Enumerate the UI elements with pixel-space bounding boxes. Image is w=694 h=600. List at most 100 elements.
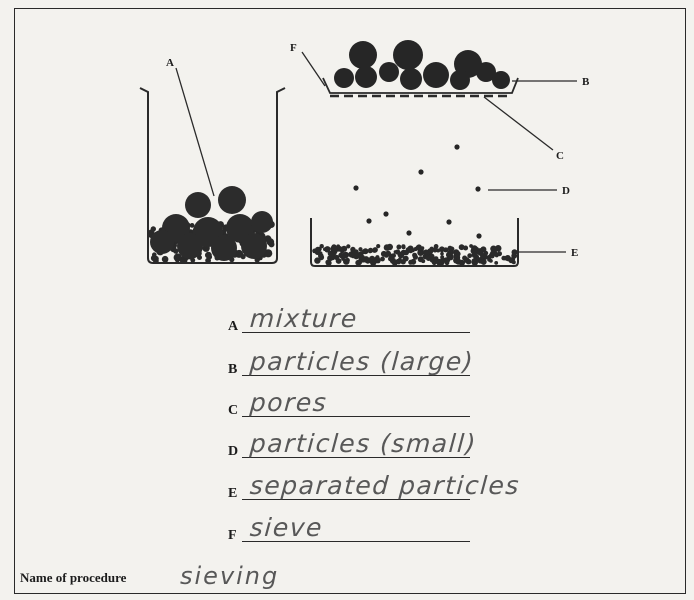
fine-particle <box>352 250 359 257</box>
fine-particle <box>341 257 345 261</box>
fine-particle <box>477 248 483 253</box>
fine-particle <box>380 250 387 257</box>
fine-particle <box>408 259 414 265</box>
fine-particle <box>463 245 469 251</box>
fine-particle <box>264 235 272 243</box>
answer-row-c: C pores <box>228 381 478 421</box>
fine-particle <box>467 259 472 264</box>
answer-key-c: C <box>228 403 239 418</box>
fine-particle <box>471 258 476 263</box>
answer-text-a[interactable]: mixture <box>248 304 359 333</box>
answer-line-e <box>242 499 470 500</box>
falling-small-particles <box>353 144 482 239</box>
fine-particle <box>189 223 195 228</box>
fine-particle <box>428 253 435 260</box>
fine-particle <box>508 257 515 264</box>
fine-particle <box>433 244 439 249</box>
fine-particle <box>312 248 317 254</box>
callout-d: D <box>562 185 570 197</box>
fine-particle <box>264 249 273 258</box>
fine-particle <box>490 250 495 256</box>
fine-particle <box>161 255 169 263</box>
fine-particle <box>415 245 420 250</box>
fine-particle <box>205 251 212 259</box>
procedure-answer[interactable]: sieving <box>180 562 280 590</box>
fine-particle <box>440 251 444 256</box>
fine-particle <box>342 251 350 259</box>
fine-particle <box>350 246 356 253</box>
fine-particle <box>462 255 468 261</box>
fine-particle <box>431 260 437 266</box>
fine-particle <box>330 245 338 252</box>
fine-particle <box>458 259 465 266</box>
fine-particle <box>268 241 275 248</box>
fine-particle <box>447 249 454 256</box>
fine-particle <box>355 259 361 266</box>
fine-particle <box>501 255 507 261</box>
worksheet-frame <box>14 8 686 594</box>
fine-particle <box>439 246 445 253</box>
callout-e: E <box>571 247 578 259</box>
fine-particle <box>314 257 321 264</box>
fine-particle <box>396 244 402 250</box>
fine-particle <box>494 261 499 265</box>
answer-text-b[interactable]: particles (large) <box>248 347 476 376</box>
fine-particle <box>357 254 362 259</box>
fine-particle <box>423 249 429 255</box>
answer-key-f: F <box>228 528 237 543</box>
fine-particle <box>494 245 502 252</box>
fine-particle <box>372 247 378 253</box>
answer-line-c <box>242 416 470 417</box>
fine-particle <box>338 252 344 259</box>
fine-particle <box>483 254 488 259</box>
fine-particle <box>402 255 409 262</box>
fine-particle <box>417 256 424 263</box>
fine-particle <box>368 258 374 264</box>
answer-text-f[interactable]: sieve <box>248 513 325 542</box>
answer-row-b: B particles (large) <box>228 340 478 380</box>
fine-particle <box>494 253 499 258</box>
fine-particle <box>410 248 415 253</box>
fine-particle <box>324 246 331 253</box>
answer-text-d[interactable]: particles (small) <box>248 429 478 458</box>
fine-particle <box>362 248 369 255</box>
callout-a: A <box>166 57 174 69</box>
sieve-large-particles <box>334 40 510 90</box>
fine-particle <box>397 251 405 259</box>
fine-particle <box>340 249 345 254</box>
fine-particle <box>467 253 473 259</box>
fine-particle <box>346 244 351 249</box>
fine-particle <box>197 255 202 260</box>
procedure-row: Name of procedure sieving <box>18 562 418 592</box>
fine-particle <box>173 248 179 254</box>
fine-particle <box>367 247 374 254</box>
fine-particle <box>429 246 434 251</box>
answer-row-d: D particles (small) <box>228 422 478 462</box>
fine-particle <box>511 252 518 259</box>
fine-particle <box>469 244 473 248</box>
fine-particle <box>455 254 460 259</box>
answer-text-e[interactable]: separated particles <box>248 471 522 500</box>
answer-text-c[interactable]: pores <box>248 388 329 417</box>
fine-particle <box>458 244 465 251</box>
fine-particle <box>358 247 363 252</box>
fine-particle <box>436 259 442 266</box>
fine-particle <box>391 253 396 258</box>
fine-particle <box>380 256 385 262</box>
answer-line-d <box>242 457 470 458</box>
fine-particle <box>325 260 331 265</box>
callout-c: C <box>556 150 564 162</box>
fine-particle <box>175 257 180 263</box>
collection-container <box>310 218 519 267</box>
sieve <box>322 40 519 98</box>
fine-particle <box>412 254 418 260</box>
fine-particle <box>376 244 381 249</box>
fine-particle <box>418 250 423 255</box>
answer-line-a <box>242 332 470 333</box>
fine-particle <box>335 258 342 264</box>
fine-particle <box>336 244 341 249</box>
callout-b: B <box>582 76 590 88</box>
fine-particle <box>317 246 322 252</box>
